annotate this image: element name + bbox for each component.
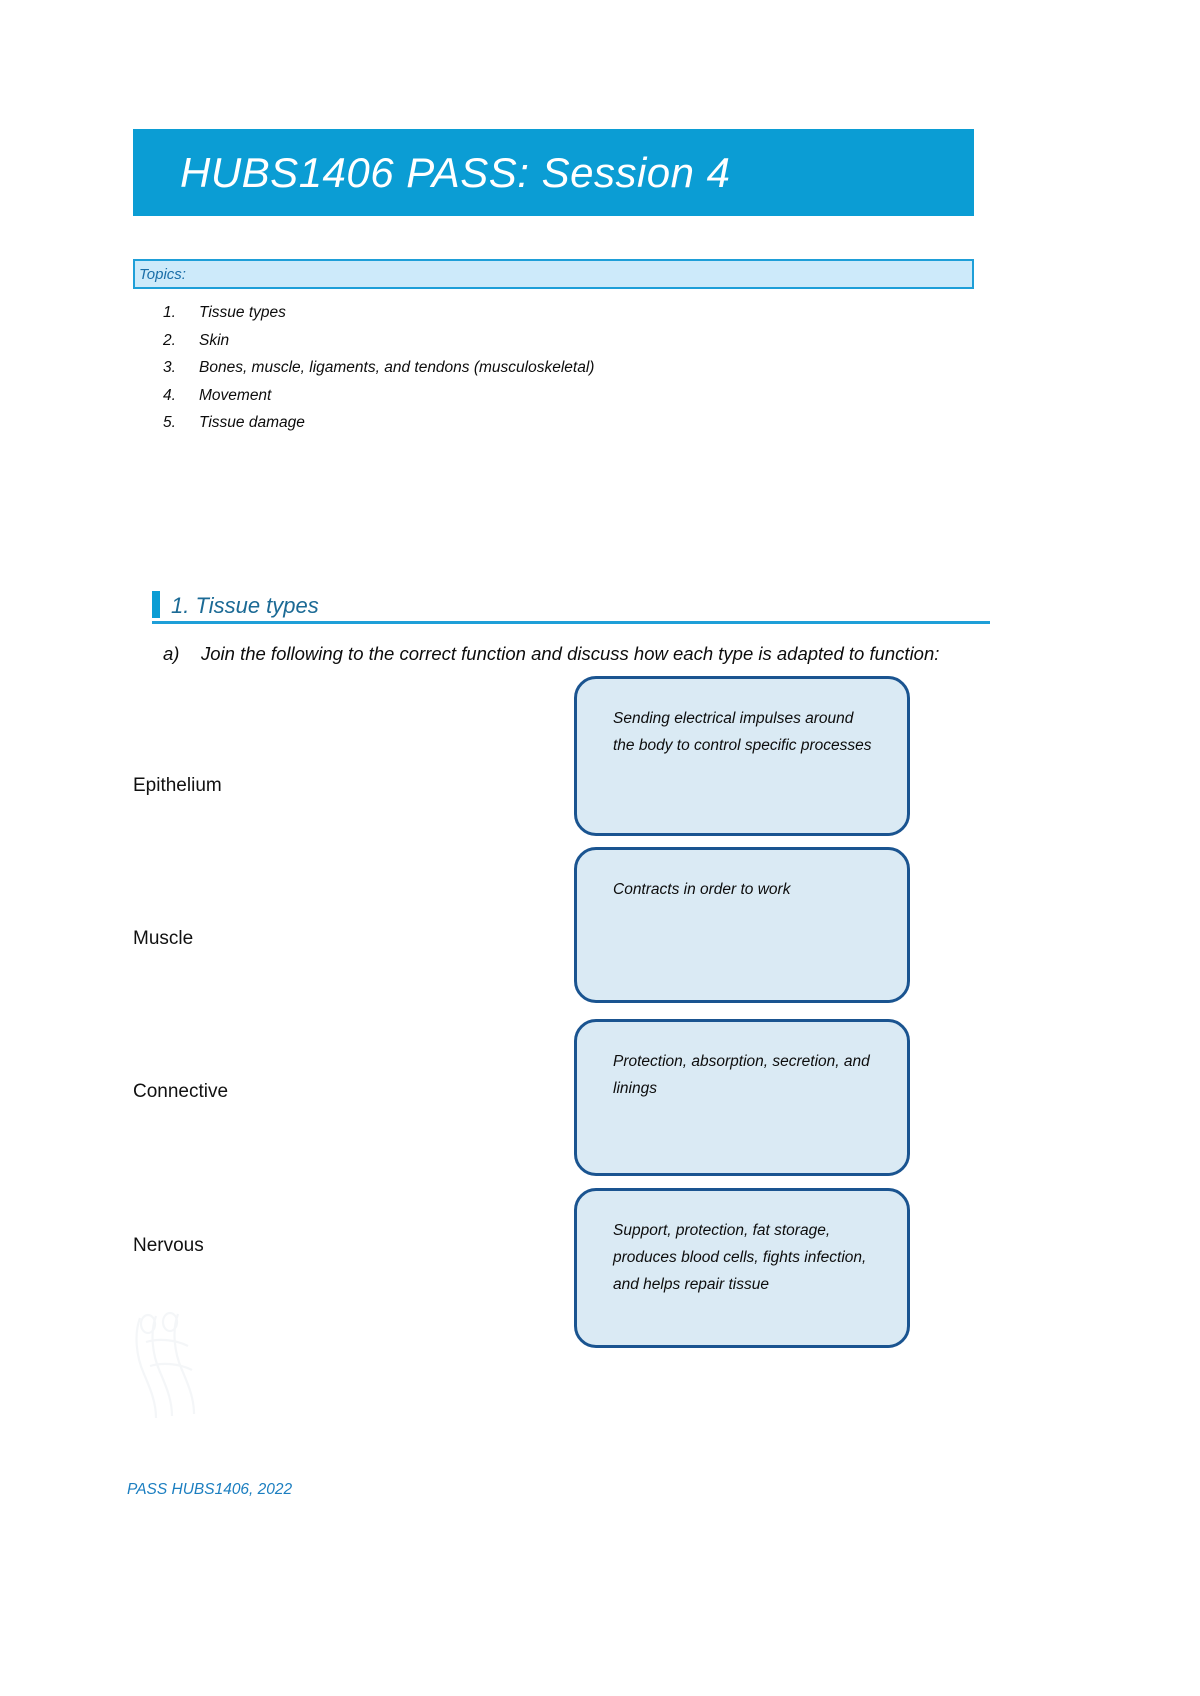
function-box-text: Sending electrical impulses around the b…	[613, 710, 872, 754]
list-item: 4. Movement	[163, 382, 963, 410]
function-box-text: Protection, absorption, secretion, and l…	[613, 1053, 870, 1097]
heading-accent-bar	[152, 591, 160, 618]
topics-item-label: Skin	[199, 331, 230, 349]
tissue-type-label-nervous[interactable]: Nervous	[133, 1235, 204, 1256]
topics-header-bar: Topics:	[133, 259, 974, 289]
topics-item-number: 5.	[163, 414, 176, 431]
document-title-banner: HUBS1406 PASS: Session 4	[133, 129, 974, 216]
page-title: HUBS1406 PASS: Session 4	[180, 148, 731, 196]
list-item: 2. Skin	[163, 327, 963, 355]
tissue-type-label-muscle[interactable]: Muscle	[133, 928, 194, 949]
function-box-muscle[interactable]: Contracts in order to work	[574, 847, 910, 1003]
topics-item-number: 1.	[163, 304, 176, 321]
topics-item-number: 3.	[163, 359, 176, 376]
list-item: 5. Tissue damage	[163, 409, 963, 437]
topics-item-number: 2.	[163, 331, 176, 349]
tissue-type-label-epithelium[interactable]: Epithelium	[133, 775, 222, 796]
list-item: 3. Bones, muscle, ligaments, and tendons…	[163, 354, 963, 382]
list-item: 1. Tissue types	[163, 299, 963, 327]
question-a: a) Join the following to the correct fun…	[163, 636, 953, 672]
page-footer: PASS HUBS1406, 2022	[127, 1481, 293, 1498]
function-box-text: Contracts in order to work	[613, 881, 791, 898]
topics-item-label: Movement	[199, 386, 272, 404]
topics-item-label: Bones, muscle, ligaments, and tendons (m…	[199, 359, 595, 376]
function-box-epithelium[interactable]: Protection, absorption, secretion, and l…	[574, 1019, 910, 1176]
function-box-connective[interactable]: Support, protection, fat storage, produc…	[574, 1188, 910, 1348]
section-heading-tissue-types: 1. Tissue types	[152, 591, 990, 624]
watermark-logo-icon	[135, 1311, 196, 1419]
topics-label: Topics:	[139, 265, 186, 283]
question-marker: a)	[163, 643, 180, 664]
topics-item-label: Tissue damage	[199, 414, 305, 431]
section-heading-label: 1. Tissue types	[171, 593, 319, 618]
topics-list: 1. Tissue types 2. Skin 3. Bones, muscle…	[163, 299, 963, 437]
question-text: Join the following to the correct functi…	[201, 643, 940, 664]
topics-item-label: Tissue types	[199, 304, 286, 321]
tissue-type-label-connective[interactable]: Connective	[133, 1081, 229, 1102]
topics-item-number: 4.	[163, 386, 176, 404]
function-box-text: Support, protection, fat storage, produc…	[613, 1222, 867, 1293]
function-box-nervous[interactable]: Sending electrical impulses around the b…	[574, 676, 910, 836]
